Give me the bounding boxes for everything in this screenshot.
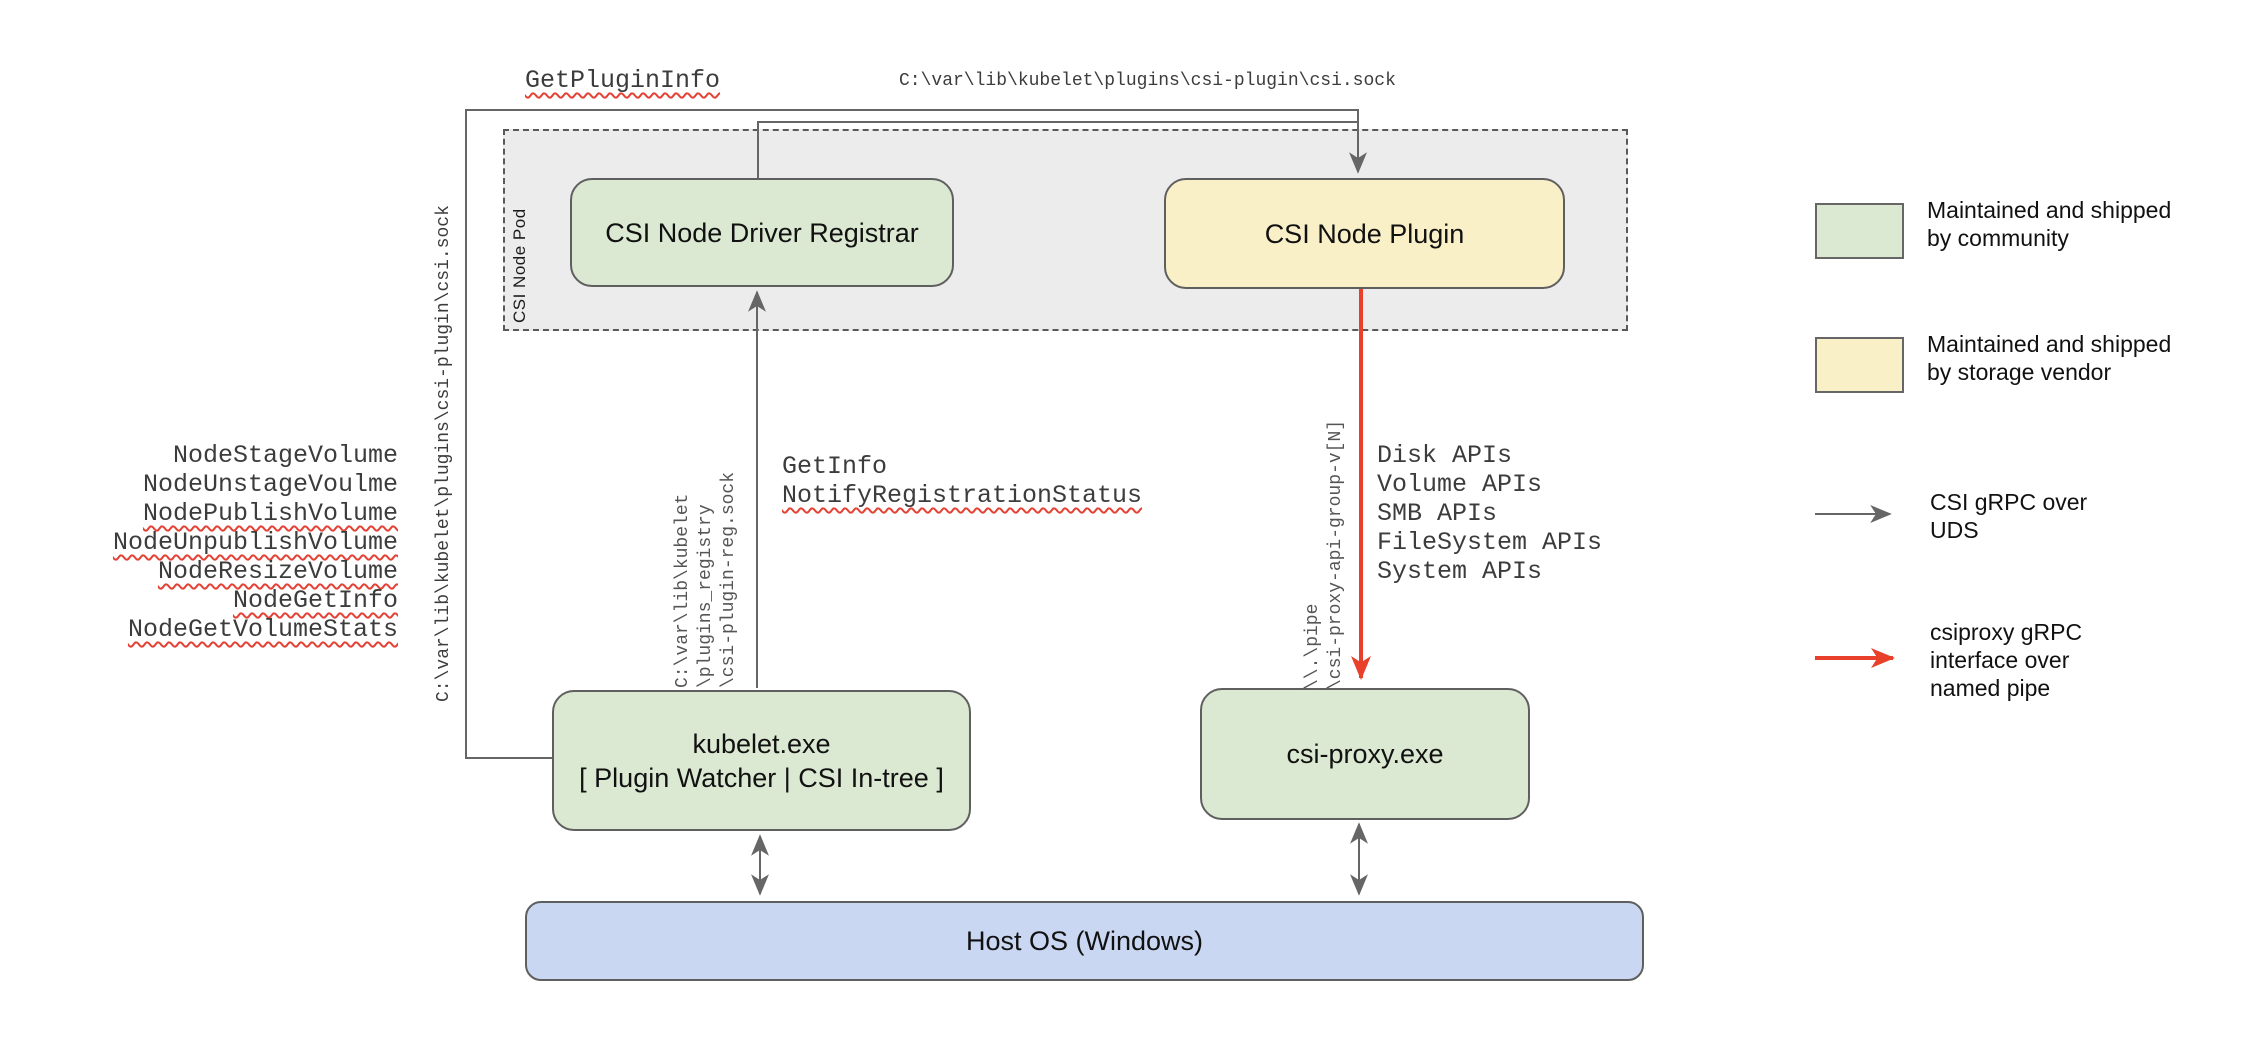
legend-community-swatch [1815, 203, 1904, 259]
registry-path-line: C:\var\lib\kubelet [673, 493, 693, 688]
legend-pipe-line: csiproxy gRPC [1930, 619, 2083, 645]
api-group-item: System APIs [1377, 557, 1543, 586]
csi-proxy-label: csi-proxy.exe [1286, 739, 1444, 769]
legend-pipe-line: named pipe [1930, 675, 2051, 701]
wire-registrar-to-plugin [757, 121, 1358, 178]
registrar-rpc-item: NotifyRegistrationStatus [782, 481, 1143, 510]
kubelet-label-line2: [ Plugin Watcher | CSI In-tree ] [579, 762, 944, 793]
csi-node-pod-label: CSI Node Pod [510, 208, 529, 323]
legend-uds-line: UDS [1930, 517, 1979, 543]
registry-path-line: \csi-plugin-reg.sock [719, 471, 739, 688]
api-group-item: SMB APIs [1377, 499, 1498, 528]
csi-proxy-box: csi-proxy.exe [1200, 688, 1530, 820]
left-socket-path-label: C:\var\lib\kubelet\plugins\csi-plugin\cs… [434, 205, 454, 702]
host-os-box: Host OS (Windows) [525, 901, 1644, 981]
legend-vendor-line: Maintained and shipped [1927, 331, 2172, 357]
legend-pipe-line: interface over [1930, 647, 2070, 673]
kubelet-label-line1: kubelet.exe [692, 728, 831, 759]
registry-path-line: \plugins_registry [696, 504, 716, 688]
pipe-path-label: \\.\pipe\csi-proxy-api-group-v[N] [1302, 418, 1348, 690]
api-group-item: Disk APIs [1377, 441, 1513, 470]
node-rpc-item: NodeGetInfo [232, 586, 398, 615]
host-os-label: Host OS (Windows) [965, 926, 1204, 956]
api-group-item: FileSystem APIs [1377, 528, 1603, 557]
top-socket-path-label: C:\var\lib\kubelet\plugins\csi-plugin\cs… [899, 71, 1396, 91]
legend-vendor-line: by storage vendor [1927, 359, 2112, 385]
csi-node-driver-registrar-box: CSI Node Driver Registrar [570, 178, 954, 287]
legend-community-line: by community [1927, 225, 2069, 251]
kubelet-box: kubelet.exe [ Plugin Watcher | CSI In-tr… [552, 690, 971, 831]
registrar-rpc-item: GetInfo [782, 452, 888, 481]
legend-uds-line: CSI gRPC over [1930, 489, 2088, 515]
registrar-label: CSI Node Driver Registrar [605, 217, 919, 248]
legend-community-line: Maintained and shipped [1927, 197, 2172, 223]
node-rpc-item: NodeResizeVolume [157, 557, 398, 586]
node-rpc-item: NodeGetVolumeStats [127, 615, 398, 644]
node-rpc-item: NodeUnpublishVolume [112, 528, 398, 557]
node-rpc-item: NodeStageVolume [172, 441, 398, 470]
plugin-label: CSI Node Plugin [1264, 218, 1465, 249]
pipe-path-line: \\.\pipe [1303, 603, 1323, 690]
registry-path-label: C:\var\lib\kubelet\plugins_registry\csi-… [672, 468, 741, 688]
pipe-path-line: \csi-proxy-api-group-v[N] [1326, 419, 1346, 690]
wire-kubelet-to-plugin [465, 109, 1367, 759]
legend-vendor-swatch [1815, 337, 1904, 393]
node-rpc-item: NodeUnstageVoulme [142, 470, 398, 499]
api-group-item: Volume APIs [1377, 470, 1543, 499]
node-rpc-item: NodePublishVolume [142, 499, 398, 528]
get-plugin-info-label: GetPluginInfo [525, 66, 721, 95]
csi-node-plugin-box: CSI Node Plugin [1164, 178, 1565, 289]
